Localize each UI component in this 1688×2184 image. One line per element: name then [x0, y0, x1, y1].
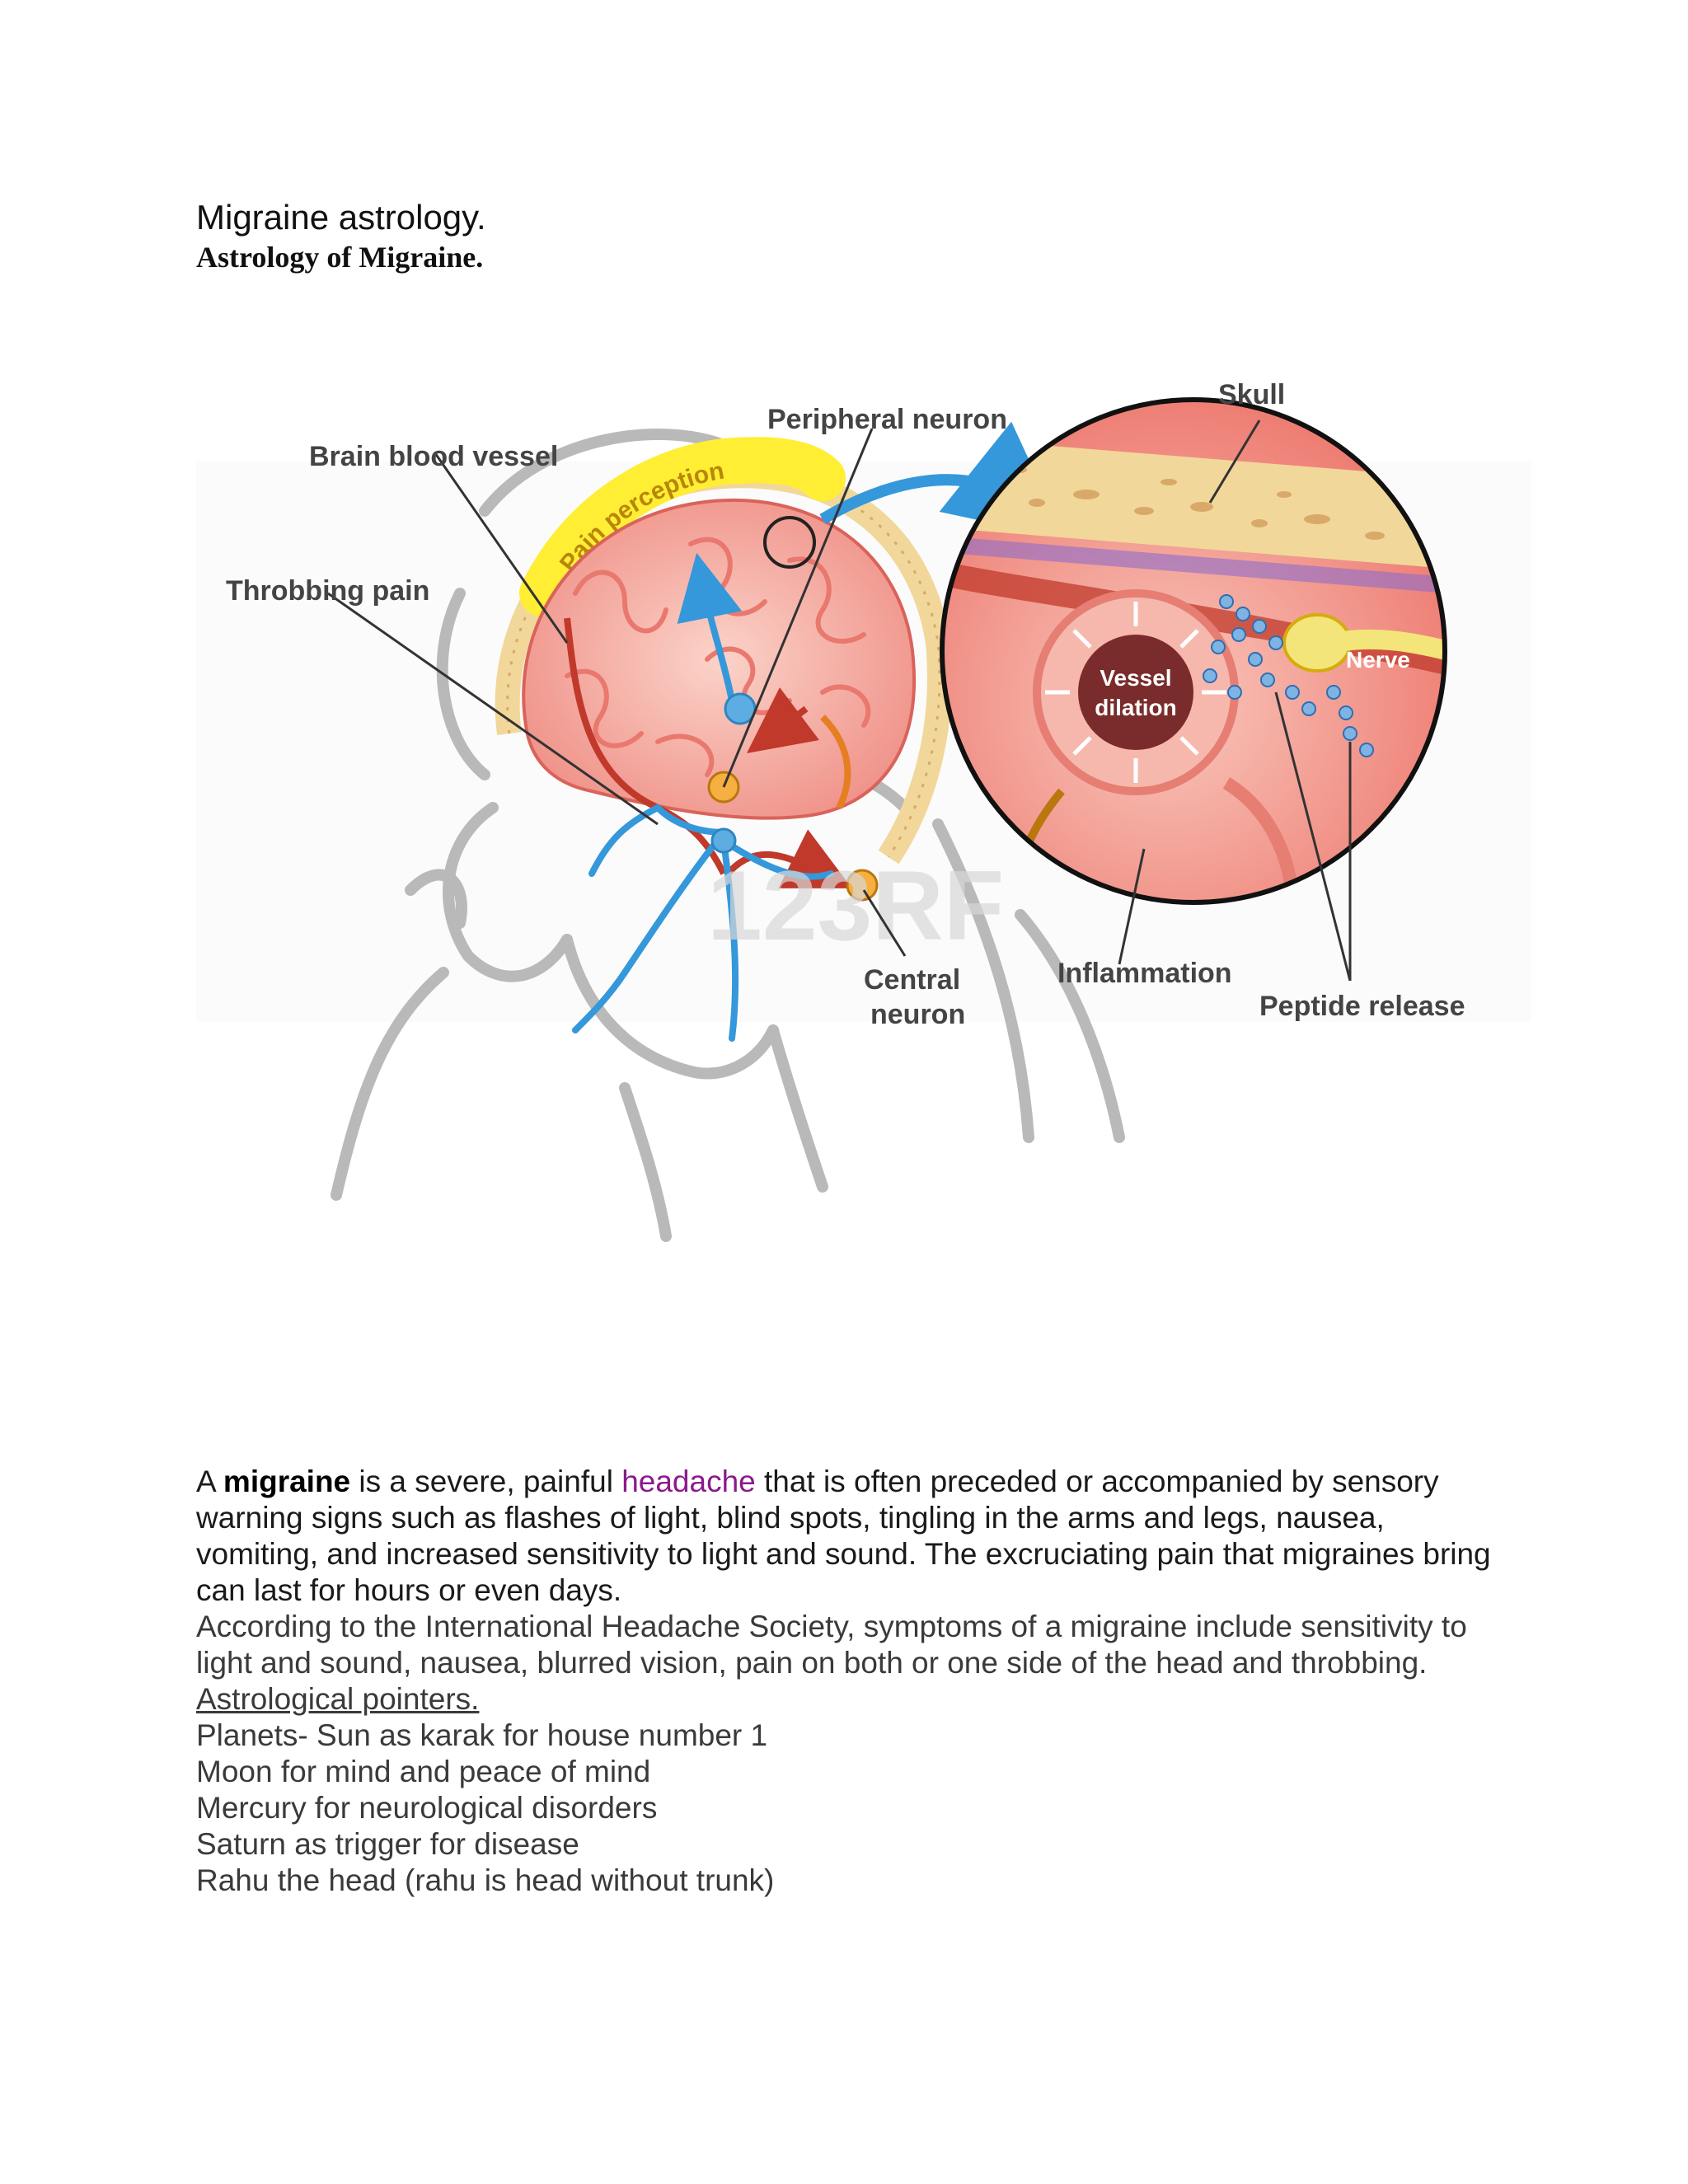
ihs-paragraph: According to the International Headache …: [196, 1610, 1467, 1680]
vessel-dilation-label-1: Vessel: [1100, 665, 1171, 691]
vessel-dilation-label-2: dilation: [1095, 695, 1177, 720]
intro-paragraph: A migraine is a severe, painful headache…: [196, 1465, 1491, 1607]
peptide-release-label: Peptide release: [1259, 991, 1465, 1022]
brain-blood-vessel-label: Brain blood vessel: [309, 441, 558, 472]
pointer-item: Rahu the head (rahu is head without trun…: [196, 1863, 775, 1897]
central-neuron-label-2: neuron: [870, 999, 965, 1030]
watermark: 123RF: [707, 851, 1004, 961]
brain-blood-vessel: [564, 617, 727, 875]
nerve-label: Nerve: [1346, 647, 1410, 673]
central-neuron-label-1: Central: [864, 964, 960, 996]
page-subtitle: Astrology of Migraine.: [196, 241, 484, 274]
zoom-circle: [940, 397, 1447, 905]
migraine-anatomy-figure: Pain perception: [196, 346, 1531, 1319]
zoom-region-marker: [763, 516, 816, 569]
pointer-item: Planets- Sun as karak for house number 1: [196, 1718, 768, 1752]
pointer-item: Moon for mind and peace of mind: [196, 1755, 651, 1788]
pointer-item: Mercury for neurological disorders: [196, 1791, 658, 1825]
article-body: A migraine is a severe, painful headache…: [196, 1464, 1515, 1899]
migraine-anatomy-illustration: Pain perception: [196, 379, 1531, 1242]
trigeminal-nerve: [572, 804, 834, 1042]
pointer-item: Saturn as trigger for disease: [196, 1827, 579, 1861]
zoomed-detail: [942, 400, 1445, 902]
migraine-term: migraine: [223, 1465, 351, 1498]
inflammation-label: Inflammation: [1057, 958, 1232, 989]
pain-perception-band: [519, 437, 846, 616]
throbbing-pain-label: Throbbing pain: [226, 575, 429, 607]
ganglion-node: [710, 827, 737, 854]
peripheral-neuron-label: Peripheral neuron: [767, 404, 1007, 435]
pointers-heading: Astrological pointers.: [196, 1682, 480, 1716]
central-neuron-node: [846, 869, 879, 902]
headache-link[interactable]: headache: [621, 1465, 756, 1498]
page-title: Migraine astrology.: [196, 198, 486, 237]
leader-lines: [327, 419, 1352, 982]
skull-label: Skull: [1218, 379, 1285, 410]
peptide-dots: [1203, 594, 1374, 757]
